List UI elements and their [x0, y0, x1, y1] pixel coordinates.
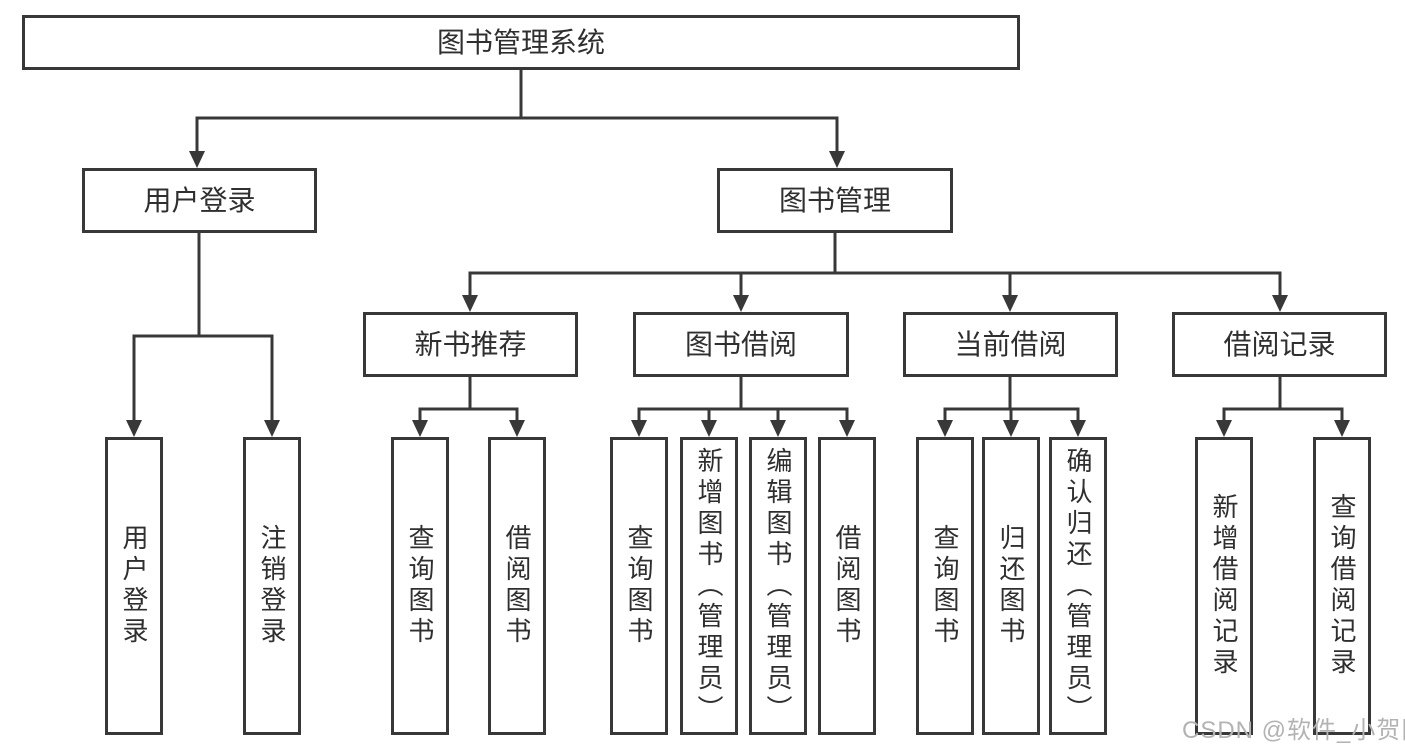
node-borrowing-records: 借阅记录 — [1172, 312, 1387, 377]
node-current-borrowing: 当前借阅 — [903, 312, 1118, 377]
leaf-return-books: 归还图书 — [982, 437, 1040, 735]
leaf-borrow-books-1: 借阅图书 — [488, 437, 546, 735]
node-root: 图书管理系统 — [22, 15, 1020, 70]
leaf-query-books-2: 查询图书 — [610, 437, 668, 735]
csdn-watermark: CSDN @软件_小贺同学 — [1182, 717, 1405, 744]
leaf-borrow-books-2: 借阅图书 — [818, 437, 876, 735]
node-user-login: 用户登录 — [82, 168, 317, 233]
node-new-book-recommend: 新书推荐 — [363, 312, 578, 377]
leaf-query-borrow-record: 查询借阅记录 — [1313, 437, 1371, 735]
leaf-edit-books-admin: 编辑图书（管理员） — [749, 437, 807, 735]
leaf-add-books-admin: 新增图书（管理员） — [680, 437, 738, 735]
leaf-logout: 注销登录 — [243, 437, 301, 735]
leaf-add-borrow-record: 新增借阅记录 — [1195, 437, 1253, 735]
leaf-user-login: 用户登录 — [105, 437, 163, 735]
node-book-management: 图书管理 — [717, 168, 953, 233]
leaf-query-books-3: 查询图书 — [916, 437, 974, 735]
node-book-borrowing: 图书借阅 — [633, 312, 849, 377]
leaf-confirm-return-admin: 确认归还（管理员） — [1049, 437, 1107, 735]
leaf-query-books-1: 查询图书 — [391, 437, 449, 735]
